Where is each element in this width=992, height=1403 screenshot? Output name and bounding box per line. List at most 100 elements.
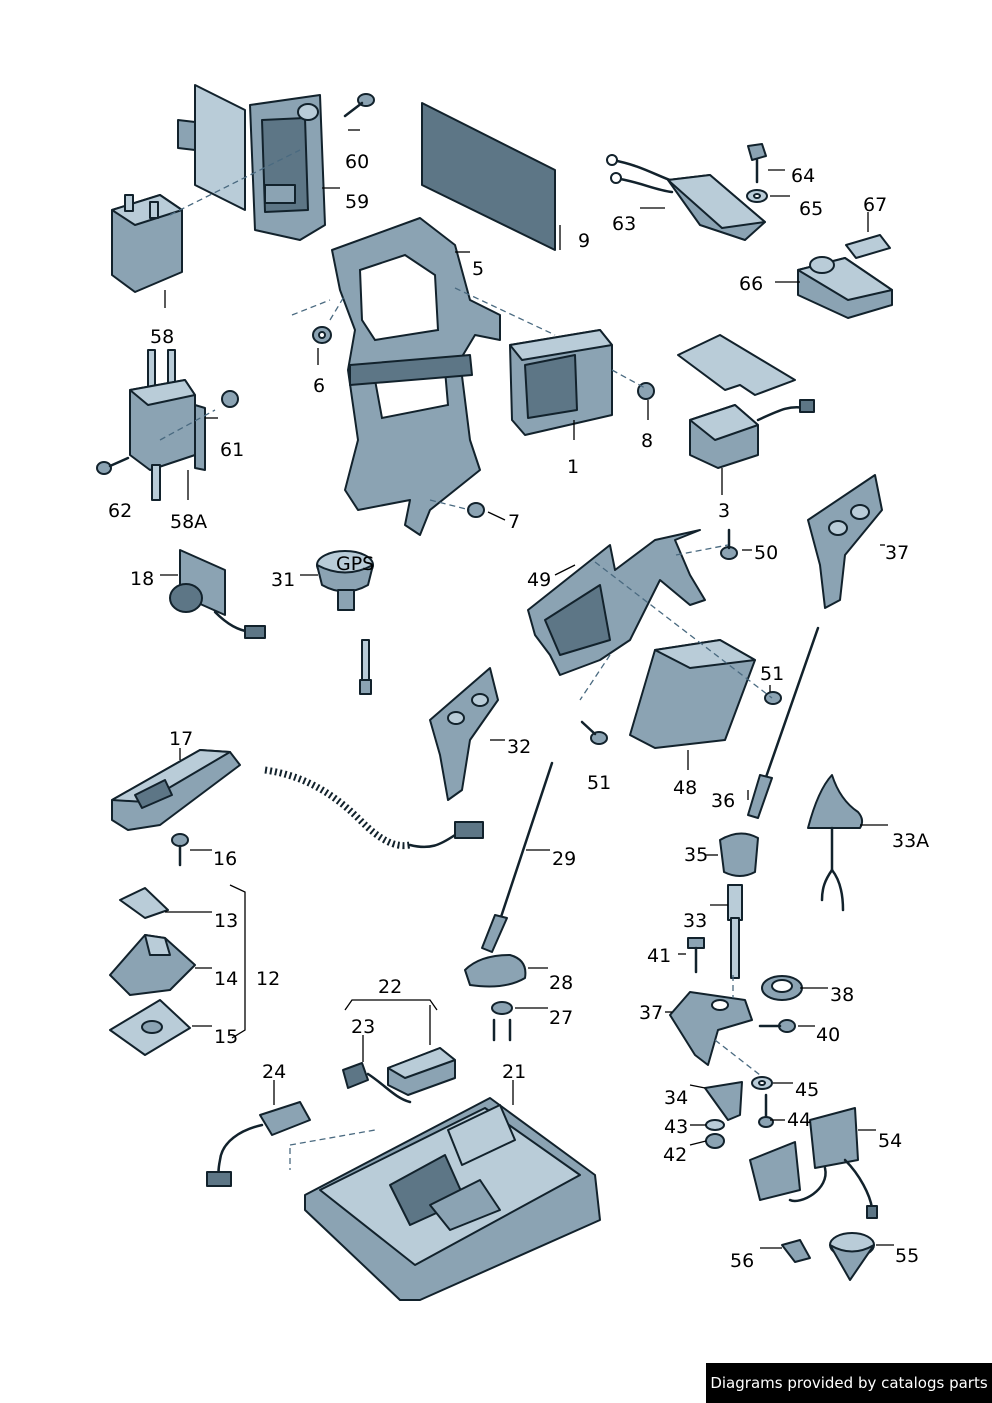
callout-50: 50 bbox=[754, 542, 778, 564]
callout-21: 21 bbox=[502, 1061, 526, 1083]
callout-28: 28 bbox=[549, 972, 573, 994]
part-33-mount[interactable] bbox=[727, 884, 743, 979]
part-37-bracket-lower[interactable] bbox=[669, 991, 753, 1066]
callout-40: 40 bbox=[816, 1024, 840, 1046]
callout-18: 18 bbox=[130, 568, 154, 590]
part-14-holder[interactable] bbox=[109, 934, 196, 996]
callout-15: 15 bbox=[214, 1026, 238, 1048]
part-58-module[interactable] bbox=[111, 194, 183, 293]
part-31-gps-button[interactable]: GPS bbox=[316, 550, 374, 695]
callout-9: 9 bbox=[578, 230, 590, 252]
callout-60: 60 bbox=[345, 151, 369, 173]
part-36-antenna-rod[interactable] bbox=[747, 626, 820, 819]
part-18-speaker[interactable] bbox=[169, 549, 266, 639]
part-21-roof-console[interactable] bbox=[304, 1097, 601, 1301]
part-3-unit[interactable] bbox=[689, 399, 815, 469]
callout-12: 12 bbox=[256, 968, 280, 990]
callout-45: 45 bbox=[795, 1079, 819, 1101]
part-54-module[interactable] bbox=[749, 1107, 878, 1219]
callout-36: 36 bbox=[711, 790, 735, 812]
part-41-bolt[interactable] bbox=[687, 937, 705, 974]
part-7-nut[interactable] bbox=[467, 502, 485, 518]
callout-58: 58 bbox=[150, 326, 174, 348]
callout-48: 48 bbox=[673, 777, 697, 799]
callout-29: 29 bbox=[552, 848, 576, 870]
callout-17: 17 bbox=[169, 728, 193, 750]
callout-59: 59 bbox=[345, 191, 369, 213]
part-37-bracket-upper[interactable] bbox=[807, 474, 883, 609]
part-16-screw[interactable] bbox=[171, 833, 189, 867]
callout-1: 1 bbox=[567, 456, 579, 478]
part-23-connector[interactable] bbox=[342, 1062, 369, 1089]
part-64-screw[interactable] bbox=[747, 143, 767, 184]
callout-7: 7 bbox=[508, 511, 520, 533]
callout-55: 55 bbox=[895, 1245, 919, 1267]
callout-31: 31 bbox=[271, 569, 295, 591]
leader-lines bbox=[160, 129, 894, 1249]
part-66-switch-unit[interactable] bbox=[797, 256, 893, 319]
callout-24: 24 bbox=[262, 1061, 286, 1083]
part-48-control-module[interactable] bbox=[629, 639, 756, 749]
part-58A-valve[interactable] bbox=[129, 349, 206, 501]
part-6-nut[interactable] bbox=[312, 326, 332, 344]
credit-banner: Diagrams provided by catalogs parts bbox=[706, 1363, 992, 1403]
part-55-speaker-cone[interactable] bbox=[829, 1232, 875, 1281]
part-22-module[interactable] bbox=[366, 1047, 456, 1104]
part-42-nut[interactable] bbox=[705, 1133, 725, 1149]
part-59-bracket-housing[interactable] bbox=[177, 84, 326, 241]
part-38-grommet[interactable] bbox=[761, 975, 803, 1001]
part-15-base-plate[interactable] bbox=[109, 999, 191, 1056]
callout-37-lower: 37 bbox=[639, 1002, 663, 1024]
callout-33A: 33A bbox=[892, 830, 929, 852]
callout-65: 65 bbox=[799, 198, 823, 220]
part-17-handset[interactable] bbox=[111, 749, 484, 850]
part-33A-shark-antenna[interactable] bbox=[807, 774, 864, 912]
part-13-cover[interactable] bbox=[119, 887, 169, 919]
callout-32: 32 bbox=[507, 736, 531, 758]
part-43-washer[interactable] bbox=[705, 1119, 725, 1131]
part-5-main-bracket[interactable] bbox=[331, 217, 501, 536]
part-1-control-unit[interactable] bbox=[509, 329, 613, 436]
part-28-antenna-base[interactable] bbox=[464, 954, 527, 988]
part-60-screw[interactable] bbox=[343, 93, 375, 118]
part-56-clip[interactable] bbox=[781, 1239, 811, 1263]
part-65-washer[interactable] bbox=[746, 189, 768, 203]
part-44-screw[interactable] bbox=[758, 1093, 774, 1128]
part-61-nut[interactable] bbox=[221, 390, 239, 408]
callout-38: 38 bbox=[830, 984, 854, 1006]
part-49-bracket[interactable] bbox=[527, 529, 706, 676]
part-62-screw[interactable] bbox=[96, 456, 130, 475]
callout-61: 61 bbox=[220, 439, 244, 461]
callout-49: 49 bbox=[527, 569, 551, 591]
part-51-screw-right[interactable] bbox=[764, 691, 782, 705]
callout-23: 23 bbox=[351, 1016, 375, 1038]
callout-56: 56 bbox=[730, 1250, 754, 1272]
part-40-bolt[interactable] bbox=[758, 1019, 796, 1033]
part-50-screw[interactable] bbox=[720, 528, 738, 560]
part-51-screw-left[interactable] bbox=[580, 720, 608, 745]
callout-labels: 60 59 58 9 5 6 1 8 63 64 65 67 66 3 61 6… bbox=[108, 151, 929, 1272]
callout-62: 62 bbox=[108, 500, 132, 522]
part-27-connector[interactable] bbox=[491, 1001, 513, 1042]
callout-51-right: 51 bbox=[760, 663, 784, 685]
gps-label: GPS bbox=[336, 553, 374, 575]
part-63-module[interactable] bbox=[606, 154, 766, 241]
part-34-clamp[interactable] bbox=[704, 1081, 743, 1121]
part-35-cap[interactable] bbox=[719, 832, 759, 877]
part-9-mat[interactable] bbox=[421, 102, 556, 251]
part-45-washer[interactable] bbox=[751, 1076, 773, 1090]
callout-58A: 58A bbox=[170, 511, 207, 533]
part-24-harness[interactable] bbox=[206, 1101, 311, 1187]
part-32-bracket[interactable] bbox=[429, 667, 499, 801]
callout-27: 27 bbox=[549, 1007, 573, 1029]
callout-14: 14 bbox=[214, 968, 238, 990]
part-29-antenna[interactable] bbox=[481, 761, 554, 953]
part-67-pad[interactable] bbox=[845, 234, 891, 259]
callout-3: 3 bbox=[718, 500, 730, 522]
callout-64: 64 bbox=[791, 165, 815, 187]
callout-34: 34 bbox=[664, 1087, 688, 1109]
callout-33: 33 bbox=[683, 910, 707, 932]
part-3-plate[interactable] bbox=[677, 334, 796, 396]
assembly-dashed-lines bbox=[159, 149, 773, 1170]
